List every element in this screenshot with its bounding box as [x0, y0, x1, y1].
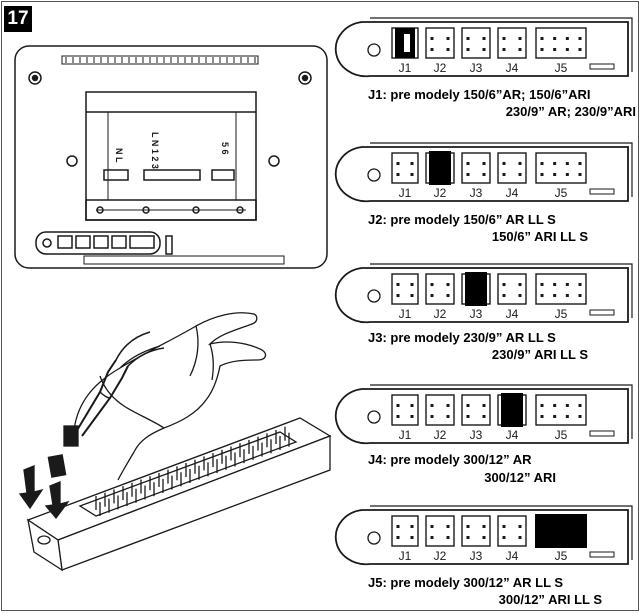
screw-icon [66, 155, 78, 167]
device-back-view [14, 45, 328, 269]
connector-j3 [461, 515, 491, 547]
connector-panel-5: J1 J2 J3 J4 J5 [334, 505, 633, 566]
jumper-j2 [429, 151, 451, 185]
connector-j3 [461, 394, 491, 426]
marking-right: 5 6 [220, 142, 230, 155]
marking-middle: L N 1 2 3 [150, 132, 160, 169]
caption-j4-line2: 300/12” ARI [484, 470, 556, 485]
jumper-j5 [535, 514, 587, 548]
mounting-hole-icon [367, 410, 381, 424]
connector-j2 [425, 515, 455, 547]
connector-label: J2 [434, 307, 447, 321]
connector-panel-3: J1 J2 J3 J4 J5 [334, 263, 633, 324]
connector-panel-2: J1 J2 J3 J4 J5 [334, 142, 633, 203]
connector-label: J5 [555, 549, 568, 563]
mounting-hole-icon [367, 168, 381, 182]
connector-j1 [391, 273, 419, 305]
connector-label: J3 [470, 307, 483, 321]
caption-j1-line2: 230/9” AR; 230/9”ARI [505, 104, 636, 119]
caption-j3-line1: J3: pre modely 230/9” AR LL S [368, 330, 556, 345]
connector-j2 [425, 27, 455, 59]
connector-j4 [497, 27, 527, 59]
screw-icon [268, 155, 280, 167]
connector-label: J2 [434, 61, 447, 75]
connector-j3 [461, 152, 491, 184]
connector-label: J3 [470, 186, 483, 200]
connector-label: J3 [470, 549, 483, 563]
connector-panel-4: J1 J2 J3 J4 J5 [334, 384, 633, 445]
connector-label: J5 [555, 307, 568, 321]
mounting-hole-icon [367, 43, 381, 57]
connector-label: J4 [506, 428, 519, 442]
connector-j4 [497, 515, 527, 547]
connector-j3 [461, 27, 491, 59]
connector-label: J2 [434, 428, 447, 442]
connector-j5 [535, 394, 587, 426]
connector-label: J1 [399, 549, 412, 563]
connector-j1 [391, 152, 419, 184]
marking-left: N L [114, 148, 124, 163]
connector-label: J2 [434, 549, 447, 563]
arrow-down-icon [18, 465, 44, 510]
top-vent-group [65, 57, 256, 63]
caption-j3-line2: 230/9” ARI LL S [491, 347, 588, 362]
pin-rows [95, 426, 290, 516]
mounting-hole-icon [367, 289, 381, 303]
screw-icon [28, 71, 42, 85]
mounting-hole-icon [367, 531, 381, 545]
connector-label: J5 [555, 428, 568, 442]
connector-j2 [425, 394, 455, 426]
top-vent-slots [61, 55, 259, 65]
caption-j5-line2: 300/12” ARI LL S [498, 592, 602, 607]
connector-label: J4 [506, 186, 519, 200]
connector-j1 [391, 515, 419, 547]
connector-j5 [535, 152, 587, 184]
connector-label: J1 [399, 61, 412, 75]
connector-label: J1 [399, 307, 412, 321]
jumper-j3 [465, 272, 487, 306]
connector-j4 [497, 273, 527, 305]
connector-label: J1 [399, 428, 412, 442]
connector-label: J2 [434, 186, 447, 200]
caption-j5-line1: J5: pre modely 300/12” AR LL S [368, 575, 564, 590]
connector-label: J1 [399, 186, 412, 200]
caption-j2-line2: 150/6” ARI LL S [491, 229, 588, 244]
device-markings: N L L N 1 2 3 5 6 [114, 132, 230, 169]
figure-number-badge: 17 [4, 6, 32, 32]
connector-j5 [535, 273, 587, 305]
hand-with-pliers-illustration [18, 312, 332, 572]
connector-label: J3 [470, 61, 483, 75]
connector-label: J4 [506, 549, 519, 563]
connector-j4 [497, 152, 527, 184]
connector-label: J5 [555, 186, 568, 200]
connector-label: J4 [506, 61, 519, 75]
connector-j5 [535, 27, 587, 59]
connector-panel-1: J1 J2 J3 J4 J5 [334, 17, 633, 78]
caption-j4-line1: J4: pre modely 300/12” AR [368, 452, 532, 467]
jumper-j4 [501, 393, 523, 427]
connector-label: J3 [470, 428, 483, 442]
connector-label: J5 [555, 61, 568, 75]
caption-j2-line1: J2: pre modely 150/6” AR LL S [368, 212, 556, 227]
caption-j1-line1: J1: pre modely 150/6”AR; 150/6”ARI [368, 87, 591, 102]
connector-label: J4 [506, 307, 519, 321]
arrow-down-icon [44, 481, 70, 520]
connector-j1 [391, 394, 419, 426]
screw-icon [298, 71, 312, 85]
connector-j2 [425, 273, 455, 305]
